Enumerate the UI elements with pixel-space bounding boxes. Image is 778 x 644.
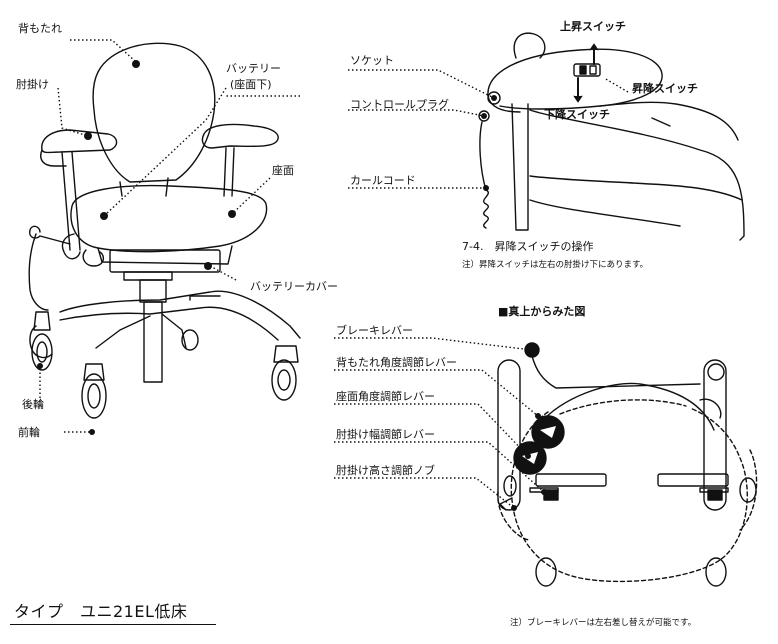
top-view-heading: ■真上からみた図 bbox=[498, 305, 586, 318]
top-view-illustration bbox=[497, 342, 758, 587]
label-rear-wheel: 後輪 bbox=[22, 398, 44, 411]
socket bbox=[487, 91, 501, 105]
label-backrest: 背もたれ bbox=[18, 22, 62, 35]
front-wheel bbox=[81, 373, 107, 419]
chair-illustration bbox=[28, 42, 301, 419]
title-underline bbox=[10, 624, 216, 625]
label-lift-switch: 昇降スイッチ bbox=[632, 82, 698, 95]
label-control-plug: コントロールプラグ bbox=[350, 98, 449, 111]
label-armrest: 肘掛け bbox=[16, 78, 49, 91]
label-front-wheel: 前輪 bbox=[18, 426, 40, 439]
label-seat: 座面 bbox=[272, 164, 294, 177]
label-seat-angle-lever: 座面角度調節レバー bbox=[336, 390, 435, 403]
label-arm-width-lever: 肘掛け幅調節レバー bbox=[336, 428, 435, 441]
product-type-title: タイプ ユニ21EL低床 bbox=[14, 602, 188, 621]
battery-cover bbox=[109, 249, 221, 273]
switch-closeup bbox=[478, 32, 745, 241]
seat-cushion bbox=[70, 184, 268, 253]
left-armrest bbox=[41, 129, 118, 154]
top-view-note: 注）ブレーキレバーは左右差し替えが可能です。 bbox=[510, 618, 697, 628]
switch-note: 注）昇降スイッチは左右の肘掛け下にあります。 bbox=[462, 260, 649, 270]
label-back-angle-lever: 背もたれ角度調節レバー bbox=[336, 356, 457, 369]
backrest-shape bbox=[92, 42, 216, 183]
right-armrest bbox=[201, 123, 279, 149]
label-battery: バッテリー bbox=[226, 62, 281, 75]
switch-caption: 7-4. 昇降スイッチの操作 bbox=[462, 240, 594, 253]
label-down-switch: 下降スイッチ bbox=[544, 108, 610, 121]
label-socket: ソケット bbox=[350, 54, 394, 67]
label-up-switch: 上昇スイッチ bbox=[560, 20, 626, 33]
lift-switch bbox=[573, 63, 601, 77]
label-battery-sub: (座面下) bbox=[230, 78, 272, 91]
label-curl-cord: カールコード bbox=[350, 174, 416, 187]
label-brake-lever: ブレーキレバー bbox=[336, 324, 413, 337]
base-frame bbox=[59, 290, 301, 339]
rear-wheel bbox=[31, 333, 53, 371]
label-arm-height-knob: 肘掛け高さ調節ノブ bbox=[336, 464, 435, 477]
label-battery-cover: バッテリーカバー bbox=[250, 280, 338, 293]
